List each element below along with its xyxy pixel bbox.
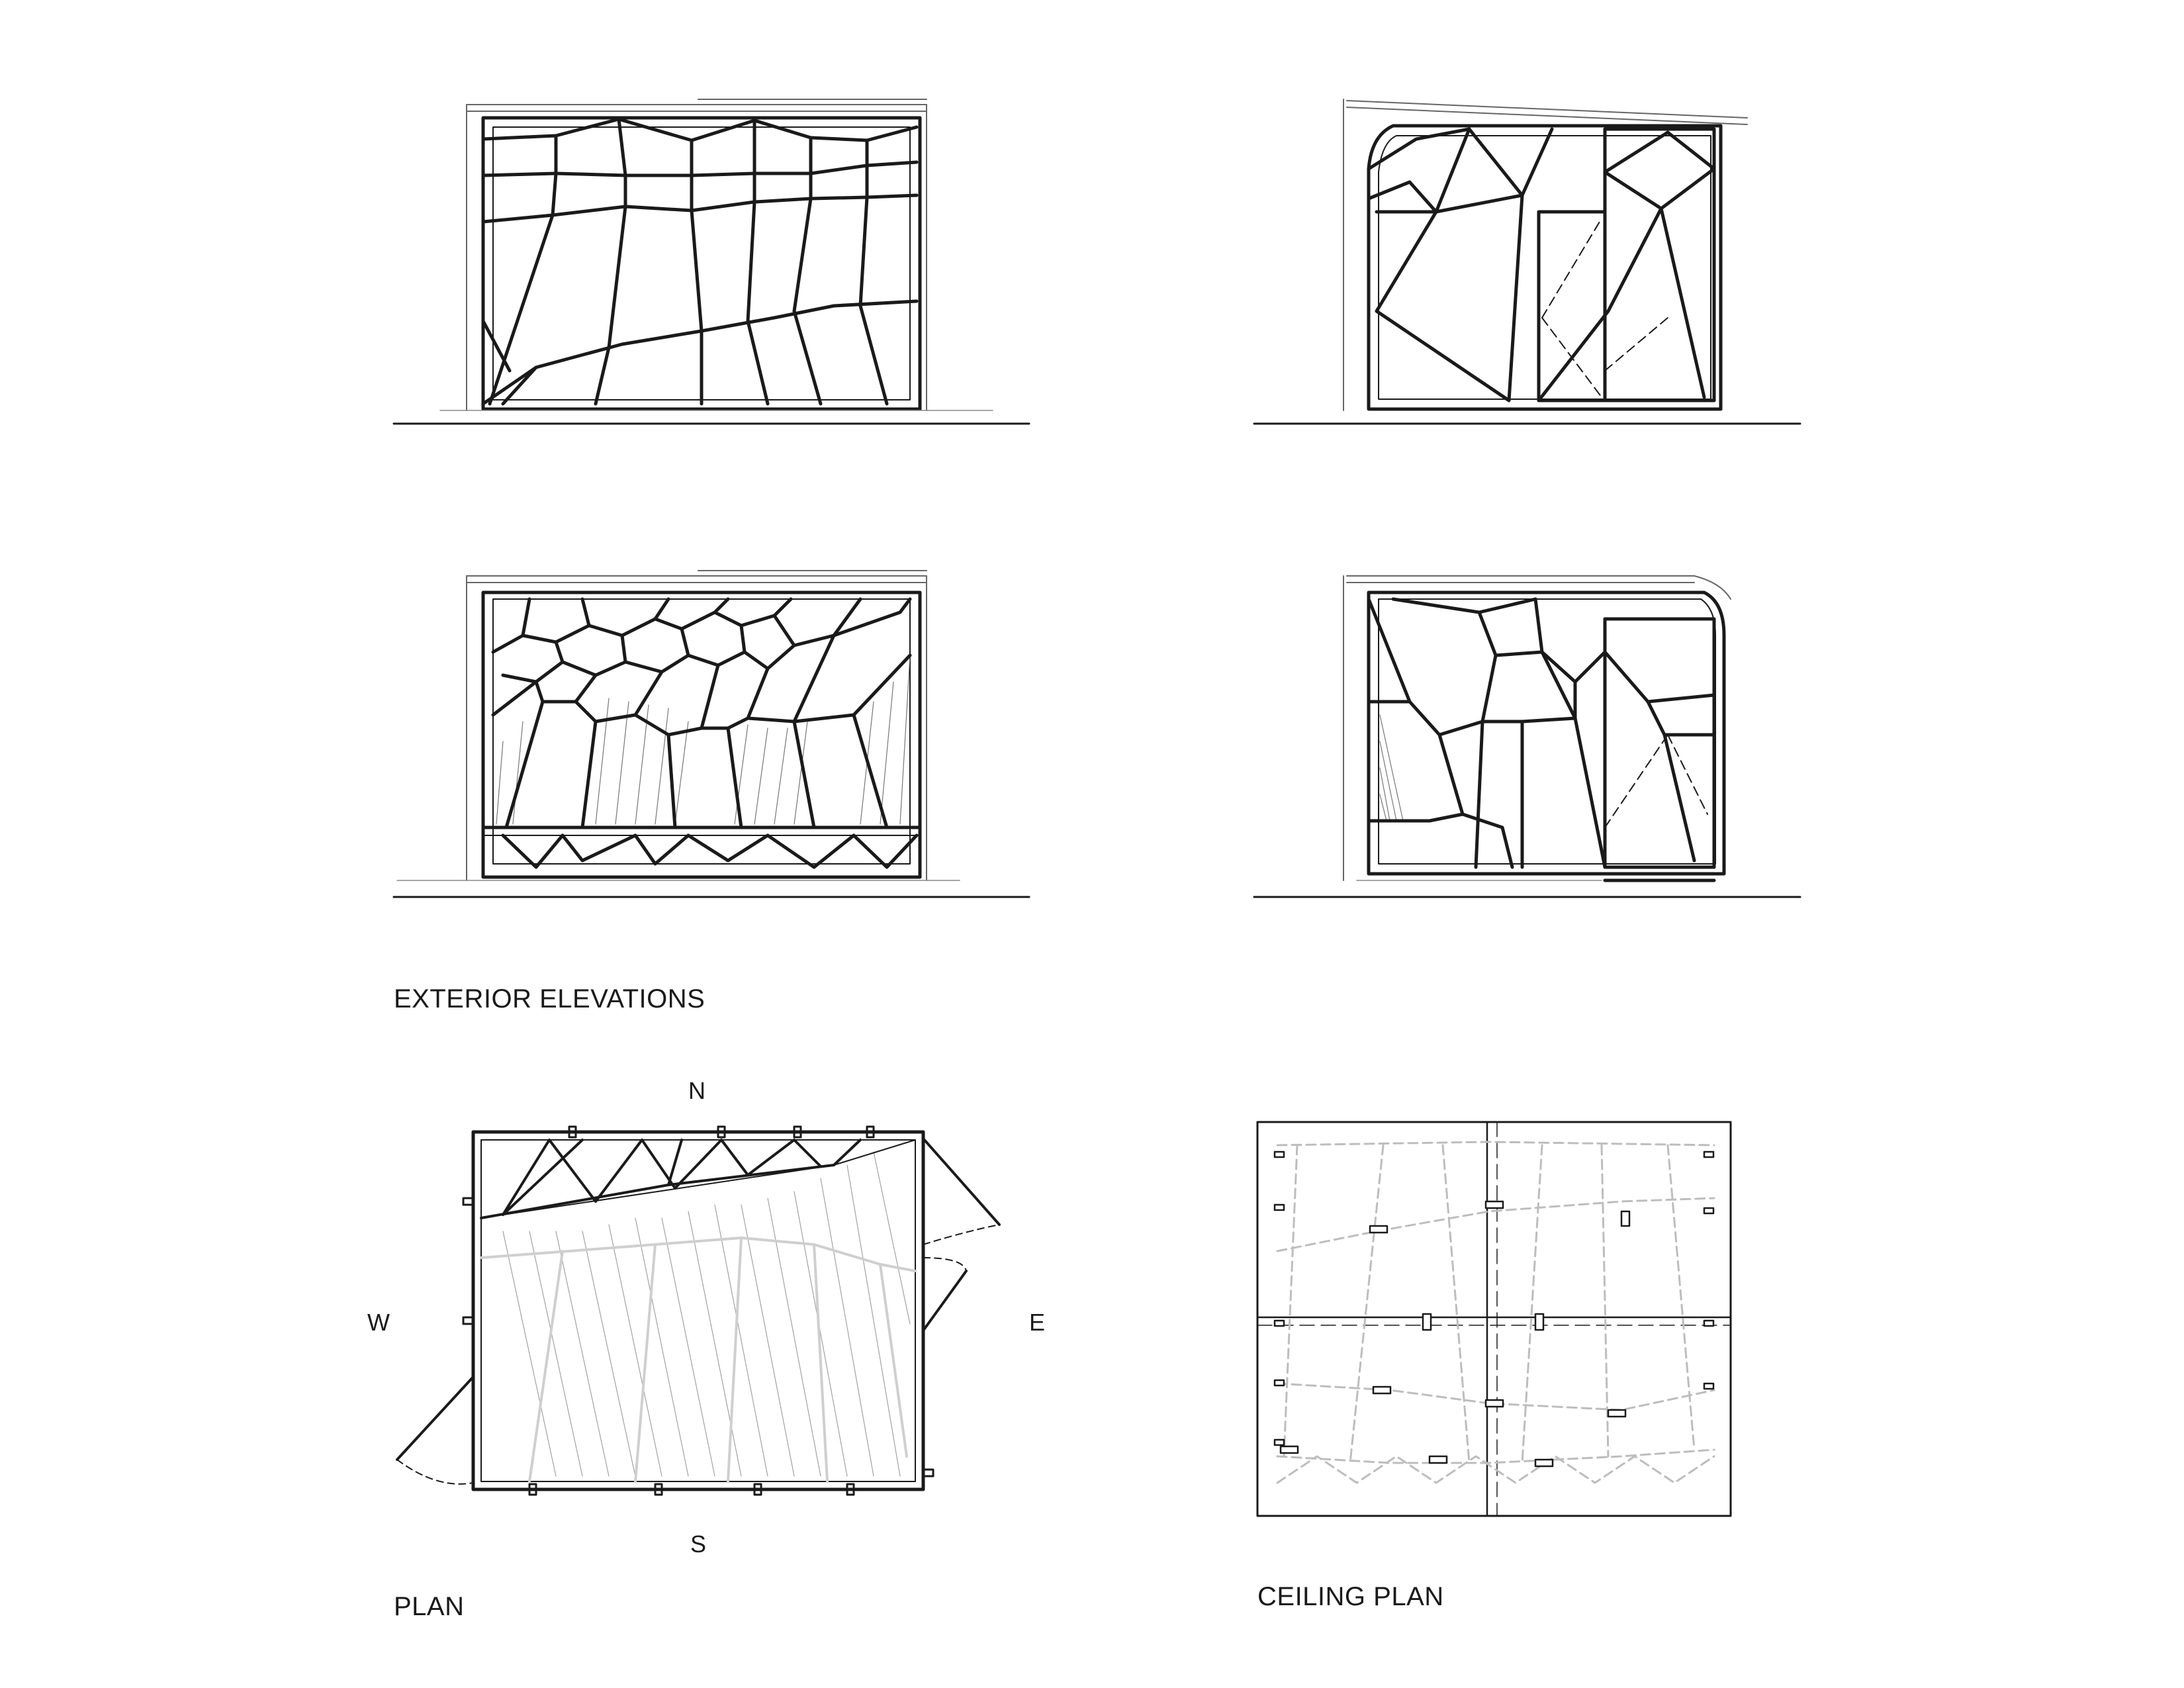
frame bbox=[481, 590, 922, 879]
elevation-east bbox=[1253, 99, 1801, 425]
ground-line bbox=[1253, 880, 1801, 898]
compass-south: S bbox=[690, 1530, 707, 1558]
panel-network bbox=[481, 117, 919, 406]
plan-north-panels bbox=[480, 1139, 916, 1219]
elevation-south bbox=[392, 570, 1030, 898]
compass-west: W bbox=[367, 1309, 390, 1336]
ceiling-members bbox=[1276, 1141, 1715, 1484]
panel-network bbox=[1367, 127, 1716, 402]
ceiling-axes bbox=[1256, 1121, 1732, 1517]
plan-roof-members bbox=[480, 1237, 917, 1483]
ceiling-plan-label: CEILING PLAN bbox=[1257, 1582, 1444, 1611]
roof-edge bbox=[466, 99, 927, 411]
exterior-elevations-label: EXTERIOR ELEVATIONS bbox=[394, 984, 705, 1013]
plan-hatching bbox=[502, 1151, 911, 1477]
roof-edge bbox=[1343, 575, 1731, 881]
ceiling-plan bbox=[1256, 1121, 1732, 1517]
hatching bbox=[496, 655, 911, 825]
roof-edge bbox=[466, 570, 927, 881]
ceiling-lights bbox=[1273, 1150, 1715, 1468]
plan-doors bbox=[396, 1137, 1001, 1485]
frame bbox=[1367, 590, 1726, 882]
ground-line bbox=[392, 880, 1030, 898]
elevation-west bbox=[1253, 575, 1801, 898]
compass-north: N bbox=[688, 1077, 706, 1104]
plan-label: PLAN bbox=[394, 1592, 465, 1621]
panel-network bbox=[1367, 597, 1716, 869]
elevation-north bbox=[392, 99, 1030, 425]
floor-plan bbox=[396, 1125, 1001, 1496]
ground-line bbox=[392, 410, 1030, 425]
frame bbox=[1367, 124, 1723, 411]
hatching bbox=[1379, 714, 1404, 821]
compass-east: E bbox=[1029, 1309, 1046, 1336]
ceiling-outline bbox=[1256, 1121, 1732, 1517]
panel-network bbox=[491, 597, 919, 869]
plan-mullions bbox=[462, 1125, 934, 1496]
roof-edge bbox=[1343, 99, 1748, 411]
